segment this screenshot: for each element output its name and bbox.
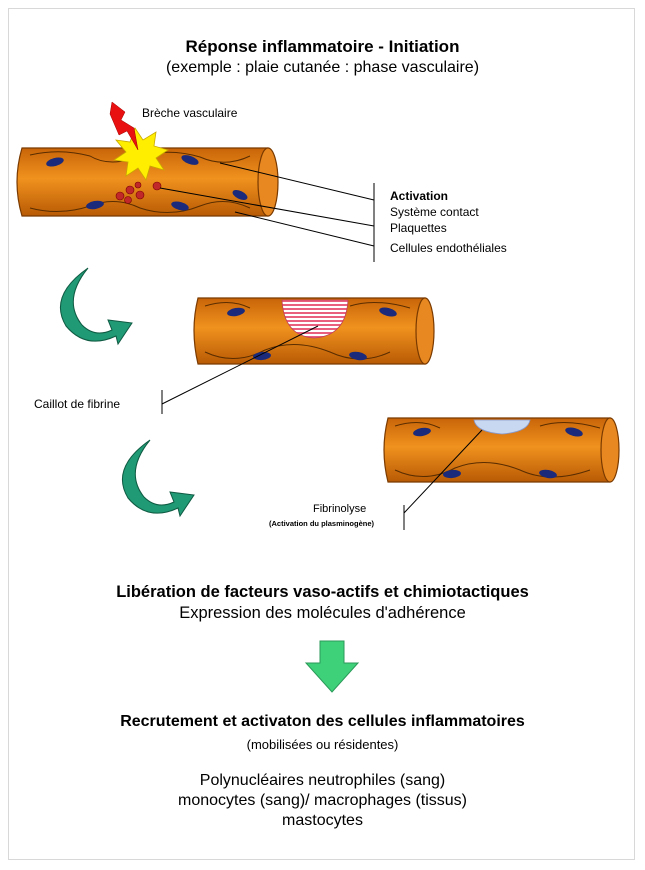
down-arrow-icon	[306, 641, 358, 692]
label-fibrinolysis: Fibrinolyse	[313, 503, 366, 515]
label-plasminogen-activation: (Activation du plasminogène)	[269, 519, 374, 528]
vessel-clot	[194, 298, 434, 364]
cell-list-item: monocytes (sang)/ macrophages (tissus)	[0, 791, 645, 811]
label-endothelial-cells: Cellules endothéliales	[390, 241, 507, 255]
label-activation: Activation	[390, 189, 448, 203]
label-fibrin-clot: Caillot de fibrine	[34, 397, 120, 411]
cell-list-item: mastocytes	[0, 811, 645, 831]
green-curved-arrow-icon	[60, 268, 132, 344]
label-breach: Brèche vasculaire	[142, 106, 237, 120]
section-release-heading: Libération de facteurs vaso-actifs et ch…	[0, 583, 645, 602]
cell-list-item: Polynucléaires neutrophiles (sang)	[0, 771, 645, 791]
section-recruitment-subheading: (mobilisées ou résidentes)	[0, 737, 645, 752]
vessel-fibrinolysis	[384, 418, 619, 482]
green-curved-arrow-icon	[122, 440, 194, 516]
cell-list: Polynucléaires neutrophiles (sang) monoc…	[0, 771, 645, 831]
section-recruitment-heading: Recrutement et activaton des cellules in…	[0, 713, 645, 731]
label-platelets: Plaquettes	[390, 221, 447, 235]
label-contact-system: Système contact	[390, 205, 479, 219]
section-adhesion-subheading: Expression des molécules d'adhérence	[0, 604, 645, 623]
